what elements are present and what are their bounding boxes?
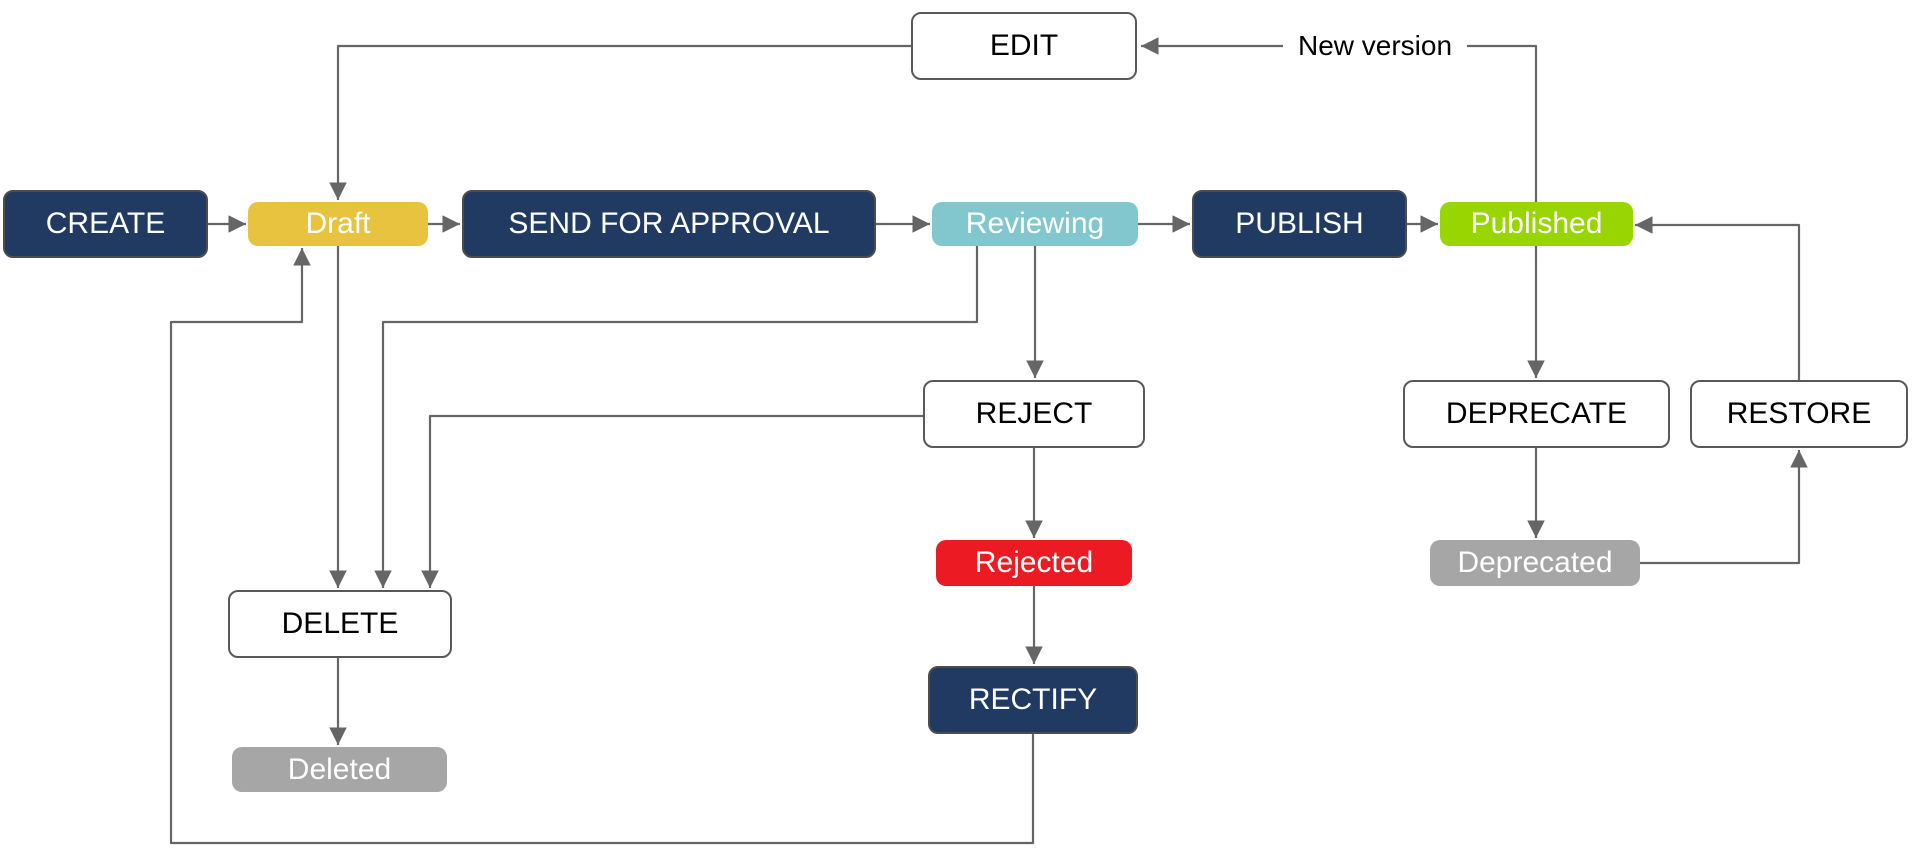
edge-deprecated-to-restore [1640, 450, 1808, 565]
node-deleted-state: Deleted [232, 747, 447, 792]
node-label: Draft [305, 207, 371, 240]
node-label: RECTIFY [968, 683, 1098, 716]
edge-edit-to-draft [329, 44, 911, 200]
node-publish-action: PUBLISH [1192, 190, 1407, 258]
edge-reject-to-delete [421, 414, 923, 588]
node-restore-action: RESTORE [1690, 380, 1908, 448]
node-draft-state: Draft [248, 202, 428, 246]
node-label: Rejected [974, 546, 1094, 579]
node-label: REJECT [975, 397, 1093, 430]
node-rectify-action: RECTIFY [928, 666, 1138, 734]
edge-reviewing-to-delete [374, 246, 979, 588]
edge-rectify-to-draft [169, 248, 1035, 845]
node-edit-action: EDIT [911, 12, 1137, 80]
node-rejected-state: Rejected [936, 540, 1132, 586]
node-label: Published [1470, 207, 1603, 240]
node-label: DELETE [281, 607, 399, 640]
edge-label-new-version: New version [1283, 24, 1467, 68]
node-label: Reviewing [965, 207, 1105, 240]
node-label: SEND FOR APPROVAL [508, 207, 830, 240]
node-label: Deprecated [1457, 546, 1613, 579]
node-label: CREATE [45, 207, 166, 240]
edge-published-to-edit-new-version [1141, 37, 1538, 202]
node-reviewing-state: Reviewing [932, 202, 1138, 246]
node-reject-action: REJECT [923, 380, 1145, 448]
node-delete-action: DELETE [228, 590, 452, 658]
node-label: DEPRECATE [1445, 397, 1628, 430]
node-label: PUBLISH [1235, 207, 1364, 240]
edge-restore-to-published [1635, 216, 1801, 380]
node-label: RESTORE [1726, 397, 1872, 430]
node-deprecated-state: Deprecated [1430, 540, 1640, 586]
node-create-action: CREATE [3, 190, 208, 258]
node-label: EDIT [989, 29, 1059, 62]
node-deprecate-action: DEPRECATE [1403, 380, 1670, 448]
node-published-state: Published [1440, 202, 1633, 246]
node-label: Deleted [287, 752, 392, 786]
node-send-for-approval-action: SEND FOR APPROVAL [462, 190, 876, 258]
